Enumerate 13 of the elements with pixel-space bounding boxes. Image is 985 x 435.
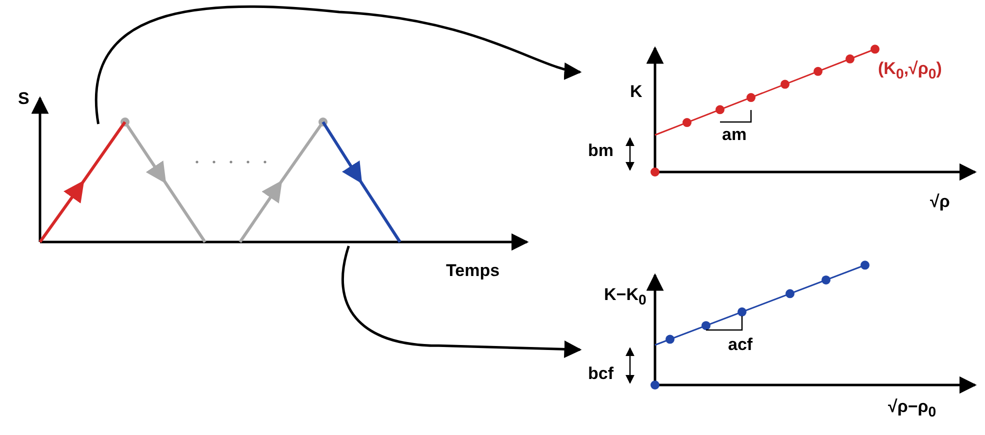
axis-label: √ρ xyxy=(930,193,950,210)
point-label: (K$_{0}$,√ρ$_{0}$) xyxy=(878,60,942,82)
intercept-label: bcf xyxy=(588,365,614,382)
intercept-label: bm xyxy=(588,142,614,159)
axis-label: K xyxy=(630,83,642,100)
slope-label: am xyxy=(722,126,747,143)
curved-arrow xyxy=(95,6,582,124)
axis-label: S xyxy=(18,90,30,107)
axis-label: Temps xyxy=(446,262,500,279)
axis-label: K−K$_{0}$ xyxy=(604,286,646,308)
curved-arrow xyxy=(342,246,582,358)
slope-label: acf xyxy=(728,336,753,353)
axis-label: √ρ−ρ$_{0}$ xyxy=(888,398,936,420)
